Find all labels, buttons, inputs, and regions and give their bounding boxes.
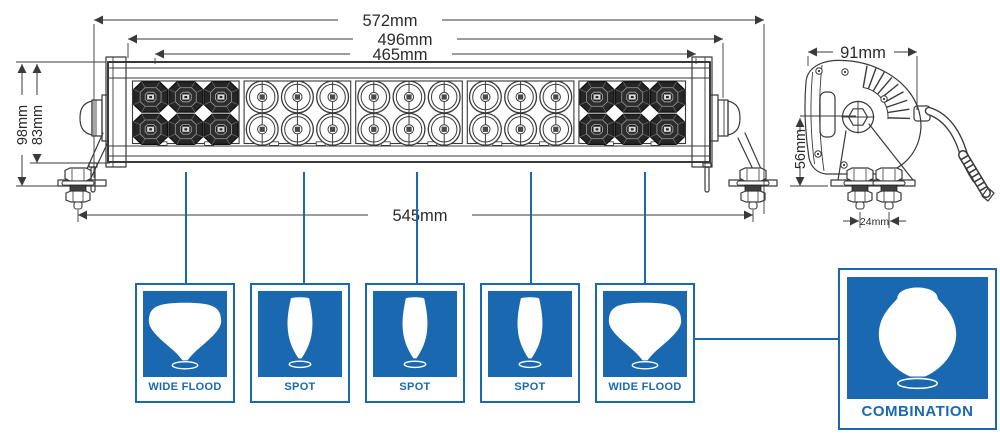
spot-beam-icon xyxy=(517,297,543,369)
dim-overall-height: 98mm xyxy=(15,105,31,145)
dim-mount-spacing: 545mm xyxy=(392,207,447,225)
lens-modules xyxy=(131,80,687,146)
side-housing xyxy=(804,59,922,175)
side-bolts xyxy=(843,167,906,210)
module-flood xyxy=(131,80,240,146)
beam-screen xyxy=(488,291,572,377)
beam-box-spot-1: SPOT xyxy=(250,283,350,403)
beam-box-wide-flood-1: WIDE FLOOD xyxy=(135,283,235,403)
beam-box-wide-flood-2: WIDE FLOOD xyxy=(595,283,695,403)
module-spot xyxy=(243,80,352,146)
beam-label: COMBINATION xyxy=(861,403,974,420)
beam-label: SPOT xyxy=(399,381,431,393)
mount-bolts xyxy=(61,167,770,210)
beam-screen xyxy=(847,277,988,399)
module-spot xyxy=(466,80,575,146)
side-bracket xyxy=(830,123,916,187)
housing-screws xyxy=(814,67,888,169)
front-dimensions: 572mm 496mm 465mm 545mm 98mm xyxy=(15,12,765,225)
beam-screen xyxy=(373,291,457,377)
beam-label: SPOT xyxy=(514,381,546,393)
dim-bolt-spacing: 24mm xyxy=(860,216,889,228)
spot-beam-icon xyxy=(287,297,313,369)
beam-screen xyxy=(258,291,342,377)
beam-screen xyxy=(603,291,687,377)
dim-lens-width: 465mm xyxy=(372,46,427,64)
side-window xyxy=(819,91,836,138)
dim-total-width: 572mm xyxy=(362,12,417,30)
beam-screen xyxy=(143,291,227,377)
beam-box-spot-3: SPOT xyxy=(480,283,580,403)
module-spot xyxy=(355,80,463,146)
dim-frame-width: 496mm xyxy=(377,31,432,49)
cooling-fins xyxy=(862,65,910,120)
beam-label: WIDE FLOOD xyxy=(608,381,682,393)
dim-housing-height: 83mm xyxy=(30,105,46,145)
dim-mount-height: 56mm xyxy=(793,129,809,169)
beam-box-spot-2: SPOT xyxy=(365,283,465,403)
wide-flood-beam-icon xyxy=(148,302,222,370)
beam-box-combination: COMBINATION xyxy=(838,268,997,430)
connector-lines xyxy=(185,172,839,340)
side-view xyxy=(804,59,995,210)
module-flood xyxy=(578,80,687,146)
pivot-hub xyxy=(841,100,875,134)
cable xyxy=(913,105,995,202)
wide-flood-beam-icon xyxy=(608,302,682,370)
cable-strain-relief xyxy=(958,150,991,198)
dim-side-width: 91mm xyxy=(840,44,886,62)
side-dimensions: 91mm 56mm 24mm xyxy=(790,44,918,228)
combination-beam-icon xyxy=(878,287,957,390)
front-view xyxy=(57,56,778,210)
beam-label: WIDE FLOOD xyxy=(148,381,222,393)
spot-beam-icon xyxy=(402,297,428,369)
beam-label: SPOT xyxy=(284,381,316,393)
right-knob xyxy=(709,94,741,142)
